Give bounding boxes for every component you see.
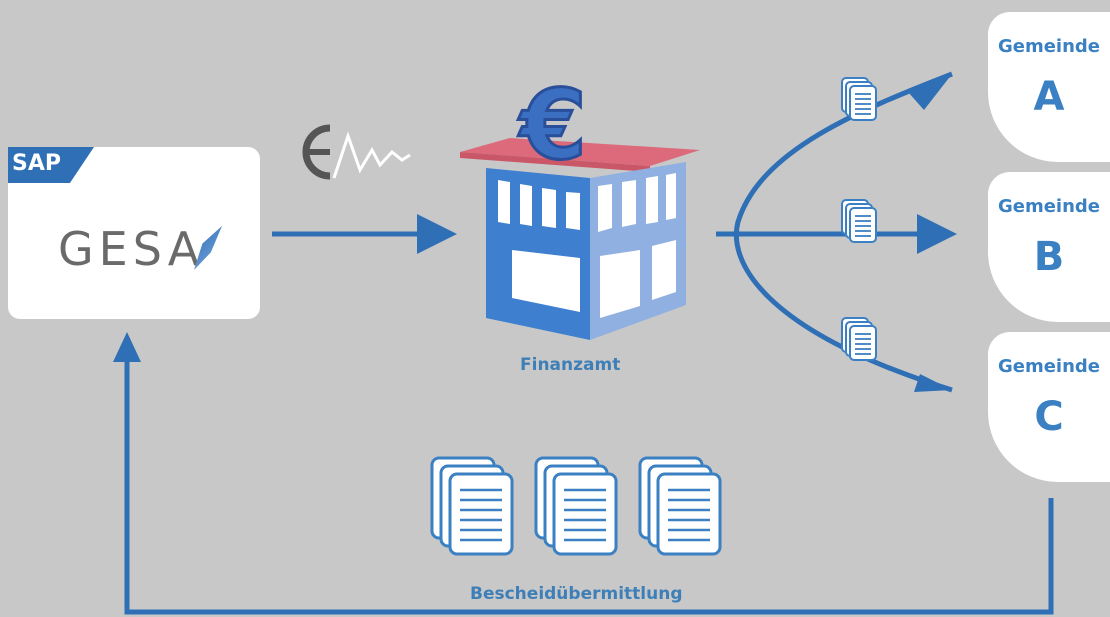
doc-stack-to-a [841, 77, 877, 121]
doc-stack-to-b [841, 199, 877, 243]
gemeinde-a-title: Gemeinde [997, 36, 1101, 57]
building-with-euro-icon: € [460, 68, 700, 340]
gemeinde-c-letter: C [1034, 394, 1064, 440]
svg-text:€: € [518, 69, 587, 181]
sap-logo-text: SAP [12, 151, 61, 176]
gemeinde-b-shield: Gemeinde B [988, 172, 1110, 322]
sap-logo: SAP [8, 147, 94, 183]
notice-doc-stack-3 [638, 456, 722, 556]
gemeinde-b-title: Gemeinde [997, 196, 1101, 217]
gesa-app-name: GESA [58, 222, 205, 276]
gesa-system-card: SAP [8, 147, 260, 319]
gemeinde-a-letter: A [1033, 74, 1065, 120]
gemeinde-c-title: Gemeinde [997, 356, 1101, 377]
notice-doc-stack-1 [430, 456, 514, 556]
notice-doc-stack-2 [534, 456, 618, 556]
gemeinde-a-shield: Gemeinde A [988, 12, 1110, 162]
elster-logo [302, 124, 411, 180]
doc-stack-to-c [841, 317, 877, 361]
gemeinde-c-shield: Gemeinde C [988, 332, 1110, 482]
return-arrow-to-gesa [124, 350, 1054, 615]
finanzamt-label: Finanzamt [520, 355, 621, 375]
gemeinde-b-letter: B [1033, 234, 1065, 280]
bescheiduebermittlung-label: Bescheidübermittlung [470, 584, 683, 604]
